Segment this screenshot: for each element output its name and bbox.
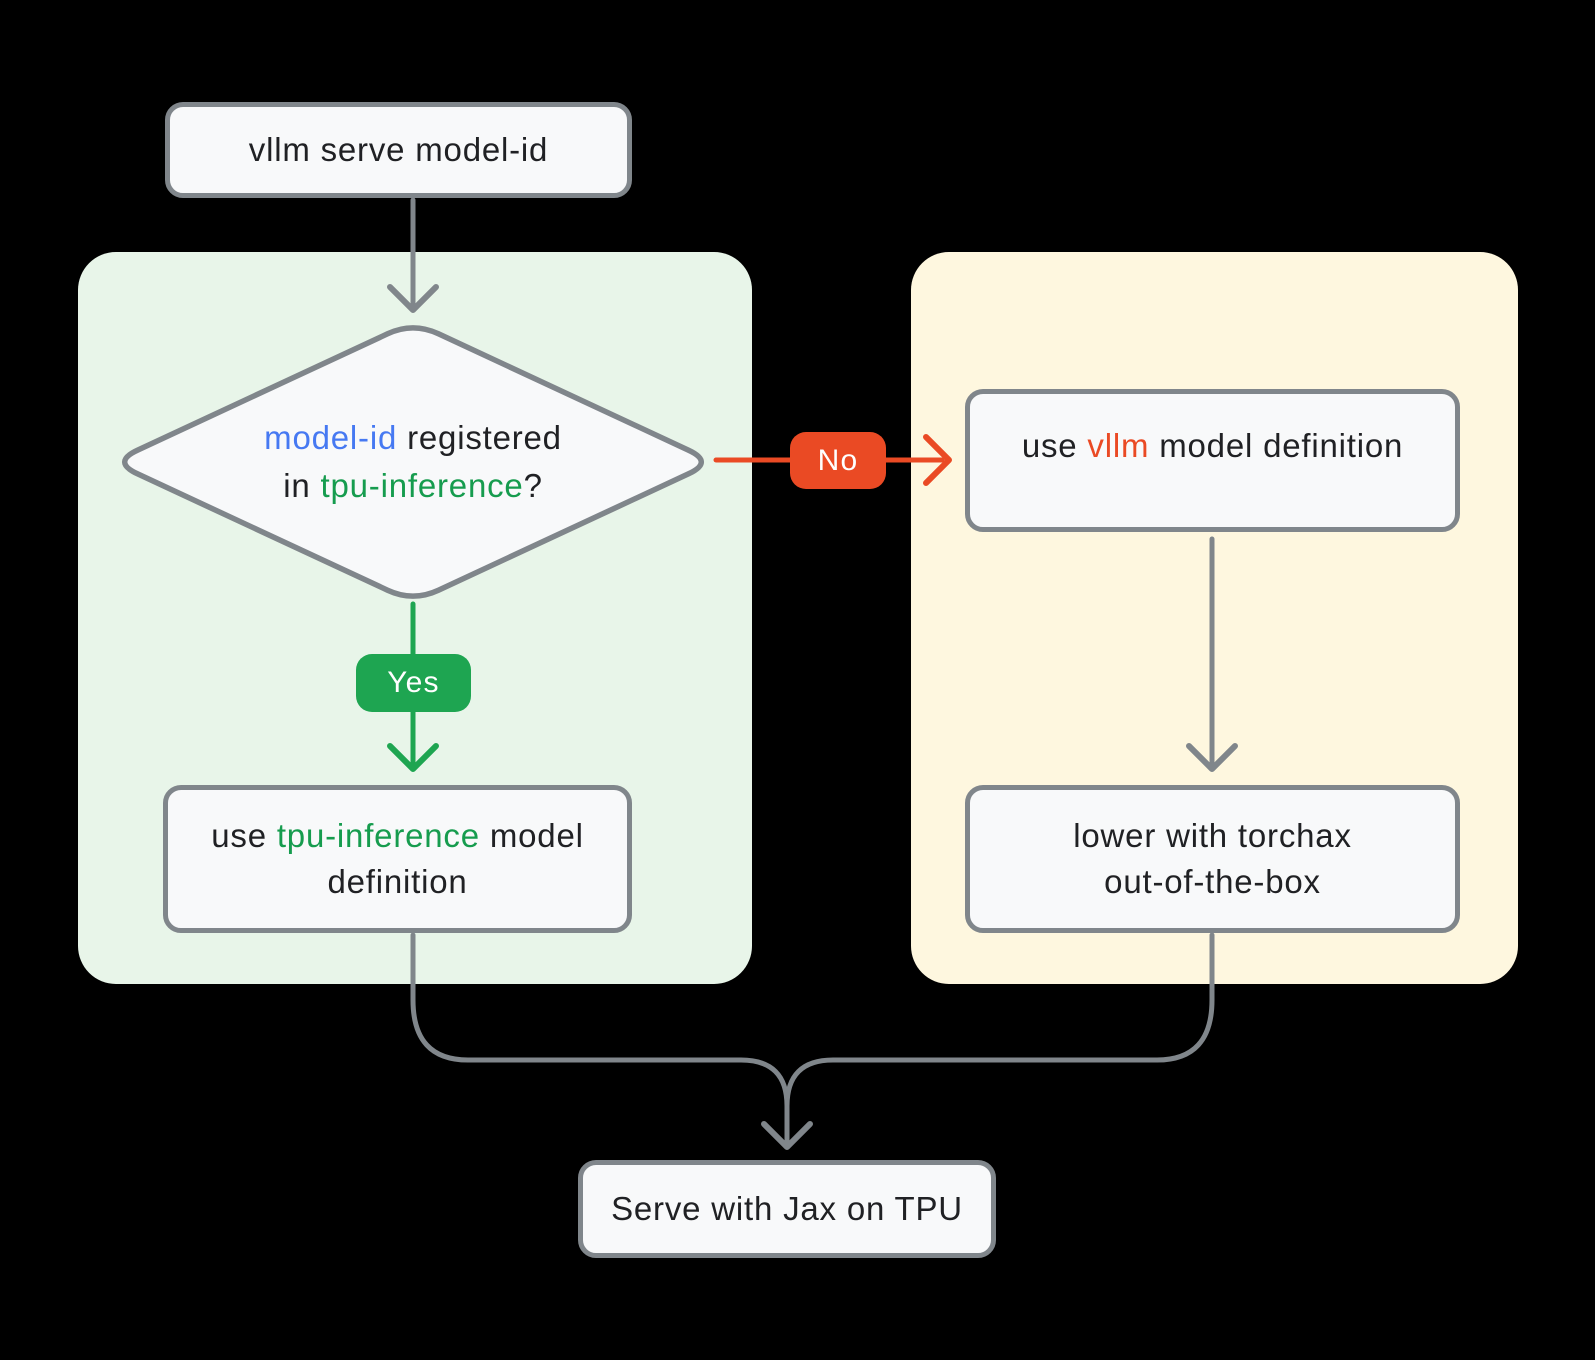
vllm-text: vllm (1087, 426, 1150, 464)
tpu-inference-text: tpu-inference (276, 817, 480, 854)
decision-line-2: in tpu-inference? (283, 462, 542, 510)
decision-line-1: model-id registered (264, 414, 562, 462)
node-use-vllm: use vllm model definition (965, 389, 1460, 532)
use-tpu-inference-line-2: definition (327, 863, 468, 900)
connector-merge-to-serve (410, 932, 1215, 1150)
use-vllm-line-1: use vllm model definition (1022, 423, 1403, 469)
decision-model-id-text: model-id (264, 419, 398, 456)
model-text: model (479, 817, 584, 854)
node-serve-with-jax: Serve with Jax on TPU (578, 1160, 996, 1258)
node-lower-torchax: lower with torchax out-of-the-box (965, 785, 1460, 933)
decision-diamond-shape (122, 325, 704, 599)
edge-label-no: No (790, 432, 886, 489)
decision-question-mark: ? (523, 467, 543, 504)
node-decision-label: model-id registered in tpu-inference? (113, 322, 713, 602)
lower-torchax-line-2: out-of-the-box (1104, 863, 1321, 900)
use-text: use (211, 817, 277, 854)
start-command-text: vllm serve model-id (248, 131, 549, 168)
model-definition-text: model definition (1149, 426, 1404, 464)
decision-registered-text: registered (397, 419, 562, 456)
arrow-start-to-decision (387, 197, 439, 313)
decision-tpu-inference-text: tpu-inference (320, 467, 524, 504)
decision-in-text: in (283, 467, 321, 504)
arrow-vllm-to-torchax (1186, 536, 1238, 772)
edge-label-yes: Yes (356, 654, 471, 712)
use-tpu-inference-line-1: use tpu-inference model (211, 813, 583, 859)
lower-torchax-line-1: lower with torchax (1073, 817, 1352, 854)
node-start-command: vllm serve model-id (165, 102, 632, 198)
serve-text: Serve with Jax on TPU (611, 1190, 963, 1227)
node-use-tpu-inference: use tpu-inference model definition (163, 785, 632, 933)
use-text: use (1021, 426, 1088, 464)
